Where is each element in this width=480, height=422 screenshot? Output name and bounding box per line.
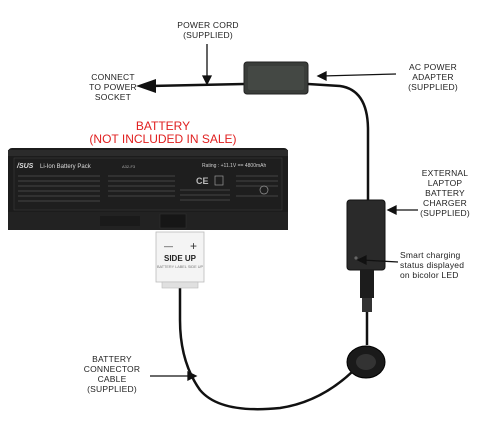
battery-model: A32-F3 (122, 164, 136, 169)
pointer-ac-adapter (321, 73, 397, 77)
connector-cable (178, 286, 353, 411)
adapter-cord (307, 82, 370, 200)
ce-mark: CE (196, 176, 209, 186)
ul-mark (259, 185, 269, 195)
socket-arrow (136, 79, 156, 93)
battery-connector (155, 231, 205, 283)
connector-plus: + (190, 239, 197, 253)
connector-cable-label: BATTERY CONNECTOR CABLE (SUPPLIED) (83, 354, 141, 394)
status-led (354, 256, 358, 260)
connector-minus: — (164, 241, 173, 251)
power-cord (149, 82, 245, 88)
connector-fine-print: BATTERY LABEL SIDE UP (157, 265, 204, 269)
power-cord-label: POWER CORD (SUPPLIED) (177, 20, 239, 40)
ac-adapter-label: AC POWER ADAPTER (SUPPLIED) (408, 62, 458, 92)
connector-side-up: SIDE UP (164, 254, 197, 263)
recycle-symbol (214, 175, 224, 186)
battery-pack-name: Li-Ion Battery Pack (40, 164, 92, 170)
battery-pack: CE (8, 148, 288, 230)
connect-socket-label: CONNECT TO POWER SOCKET (89, 72, 137, 102)
external-charger-label: EXTERNAL LAPTOP BATTERY CHARGER (SUPPLIE… (420, 168, 470, 218)
battery-brand: /SUS (16, 163, 34, 170)
battery-rating: Rating : +11.1V == 4800mAh (202, 163, 266, 169)
smart-charging-label: Smart charging status displayed on bicol… (400, 250, 465, 280)
pointer-led (361, 259, 399, 263)
charger-plug (360, 270, 374, 298)
battery-title: BATTERY (NOT INCLUDED IN SALE) (89, 119, 237, 146)
